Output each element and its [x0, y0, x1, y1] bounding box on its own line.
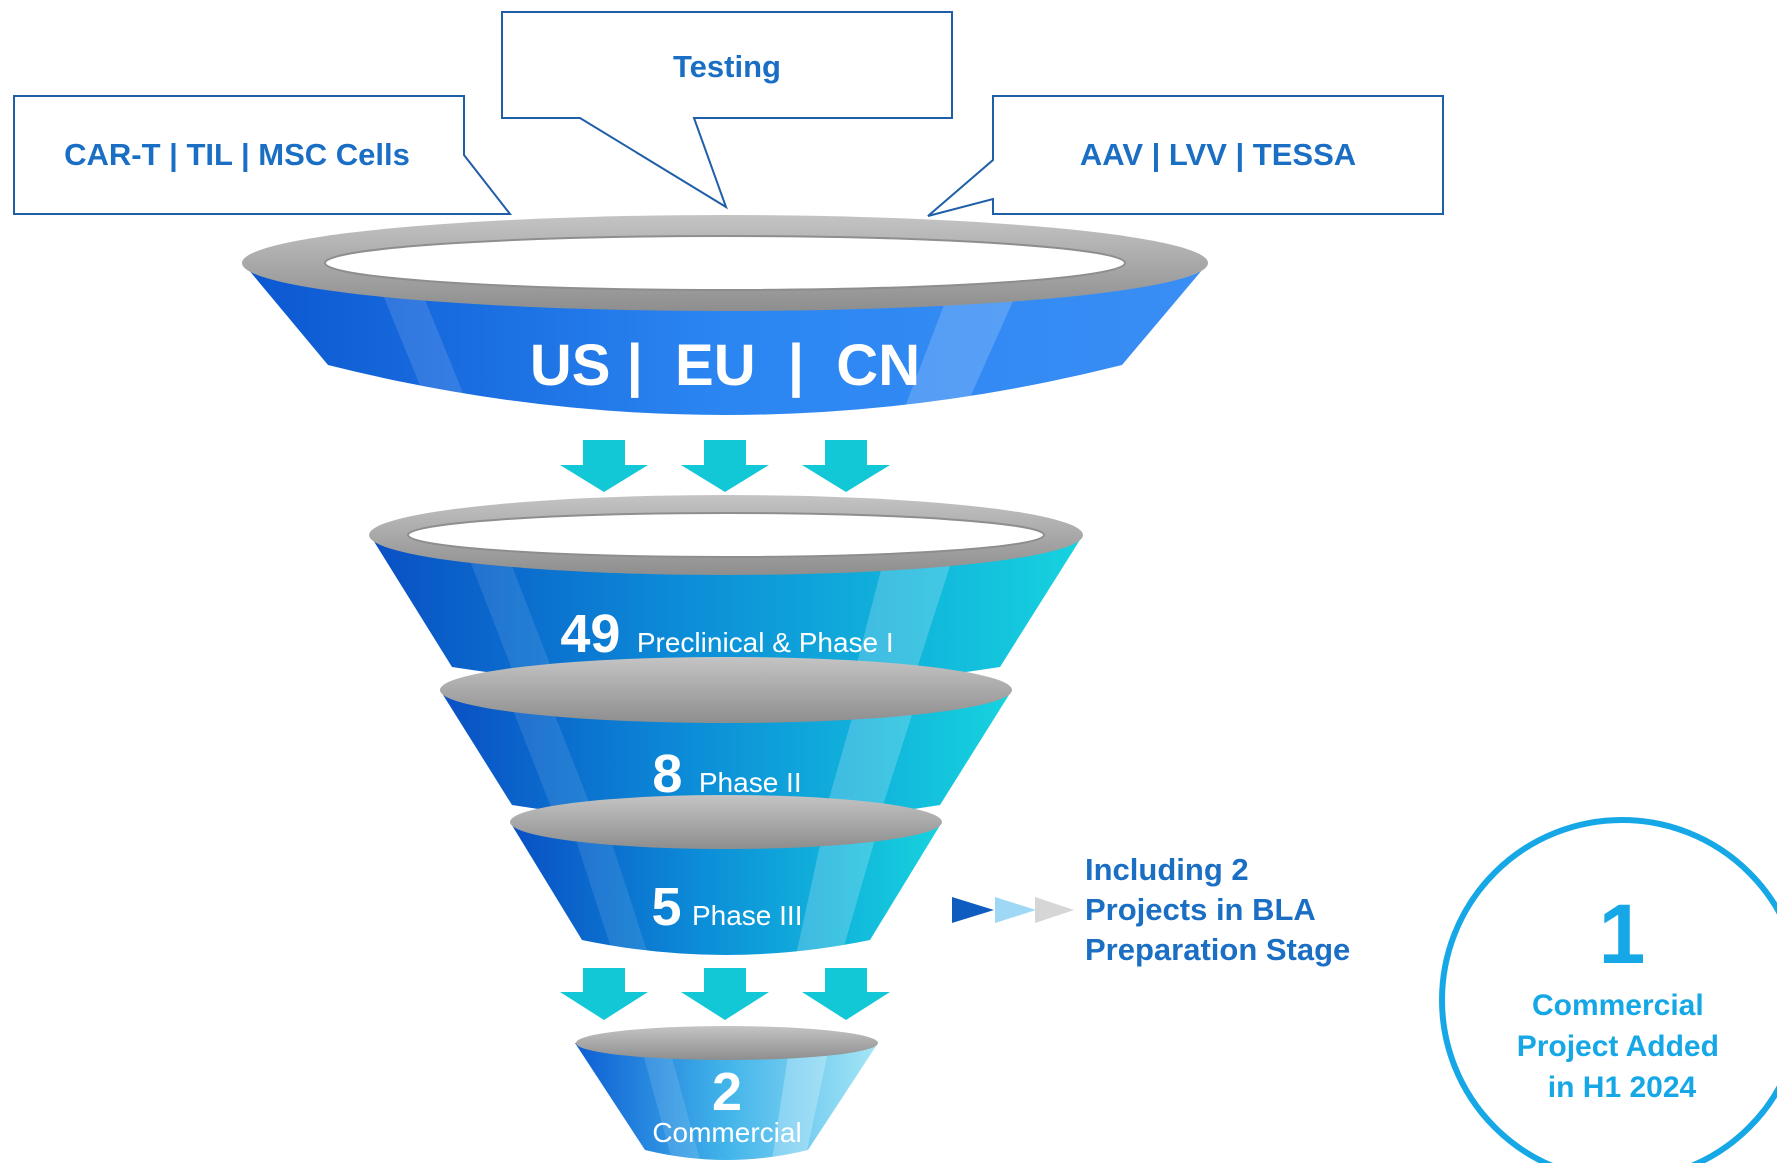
stage-body: [370, 535, 1083, 689]
stage-body: [575, 1043, 878, 1160]
stage-commercial-count: 2: [712, 1062, 742, 1122]
badge-caption: Commercial Project Added in H1 2024: [1517, 989, 1728, 1104]
down-arrow-icon: [681, 440, 769, 492]
stage-body: [440, 690, 1012, 823]
badge-number: 1: [1599, 887, 1646, 981]
stage-rim: [440, 657, 1012, 723]
down-arrows-lower: [560, 968, 890, 1020]
callout-left-box: [13, 95, 513, 215]
callout-center: Testing: [501, 11, 953, 210]
commercial-badge: 1 Commercial Project Added in H1 2024: [1439, 817, 1777, 1163]
badge-circle: [1439, 817, 1777, 1163]
stage-phase3-label: 5 Phase III: [651, 877, 802, 937]
funnel-stage-commercial: [575, 1026, 878, 1160]
stage-rim: [510, 795, 942, 849]
down-arrow-icon: [681, 968, 769, 1020]
stage-body: [510, 822, 942, 955]
funnel-stage-phase2: [440, 657, 1012, 830]
down-arrow-icon: [802, 968, 890, 1020]
callout-right: AAV | LVV | TESSA: [927, 95, 1444, 217]
triangle-pointer-icon: [952, 897, 994, 923]
stage-name: Phase II: [699, 767, 802, 798]
triangle-pointer-icon: [995, 897, 1036, 923]
bla-note: Including 2 Projects in BLA Preparation …: [1085, 852, 1350, 967]
callout-center-box: [501, 11, 953, 210]
funnel-top: US | EU | CN: [242, 215, 1208, 420]
stage-count: 8: [652, 744, 682, 804]
callout-right-box: [927, 95, 1444, 217]
badge-caption-line: Project Added: [1517, 1030, 1719, 1063]
bla-note-line: Preparation Stage: [1085, 932, 1350, 967]
bla-note-line: Projects in BLA: [1085, 892, 1315, 927]
down-arrow-icon: [560, 968, 648, 1020]
funnel-stage-phase3: [510, 795, 942, 960]
triangle-pointer-icon: [1035, 897, 1074, 923]
down-arrow-icon: [560, 440, 648, 492]
badge-caption-line: Commercial: [1532, 989, 1704, 1022]
pointer-triangles: [952, 897, 1074, 923]
stage-commercial-name: Commercial: [652, 1117, 801, 1148]
stage-rim: [576, 1026, 878, 1060]
stage-count: 5: [651, 877, 681, 937]
stage-name: Preclinical & Phase I: [637, 627, 894, 658]
funnel-top-opening: [324, 235, 1126, 291]
down-arrows-upper: [560, 440, 890, 492]
funnel-stage-preclinical: [369, 495, 1083, 690]
stage-name: Phase III: [692, 900, 803, 931]
stage-opening: [407, 512, 1045, 558]
callout-left-text: CAR-T | TIL | MSC Cells: [64, 137, 410, 172]
stage-phase2-label: 8 Phase II: [652, 744, 801, 804]
stage-preclinical-label: 49 Preclinical & Phase I: [560, 604, 893, 664]
callout-right-text: AAV | LVV | TESSA: [1080, 137, 1356, 172]
callout-center-text: Testing: [673, 49, 781, 84]
funnel-top-label: US | EU | CN: [530, 333, 920, 398]
badge-caption-line: in H1 2024: [1548, 1071, 1697, 1104]
stage-count: 49: [560, 604, 620, 664]
bla-note-line: Including 2: [1085, 852, 1249, 887]
callout-left: CAR-T | TIL | MSC Cells: [13, 95, 513, 215]
down-arrow-icon: [802, 440, 890, 492]
